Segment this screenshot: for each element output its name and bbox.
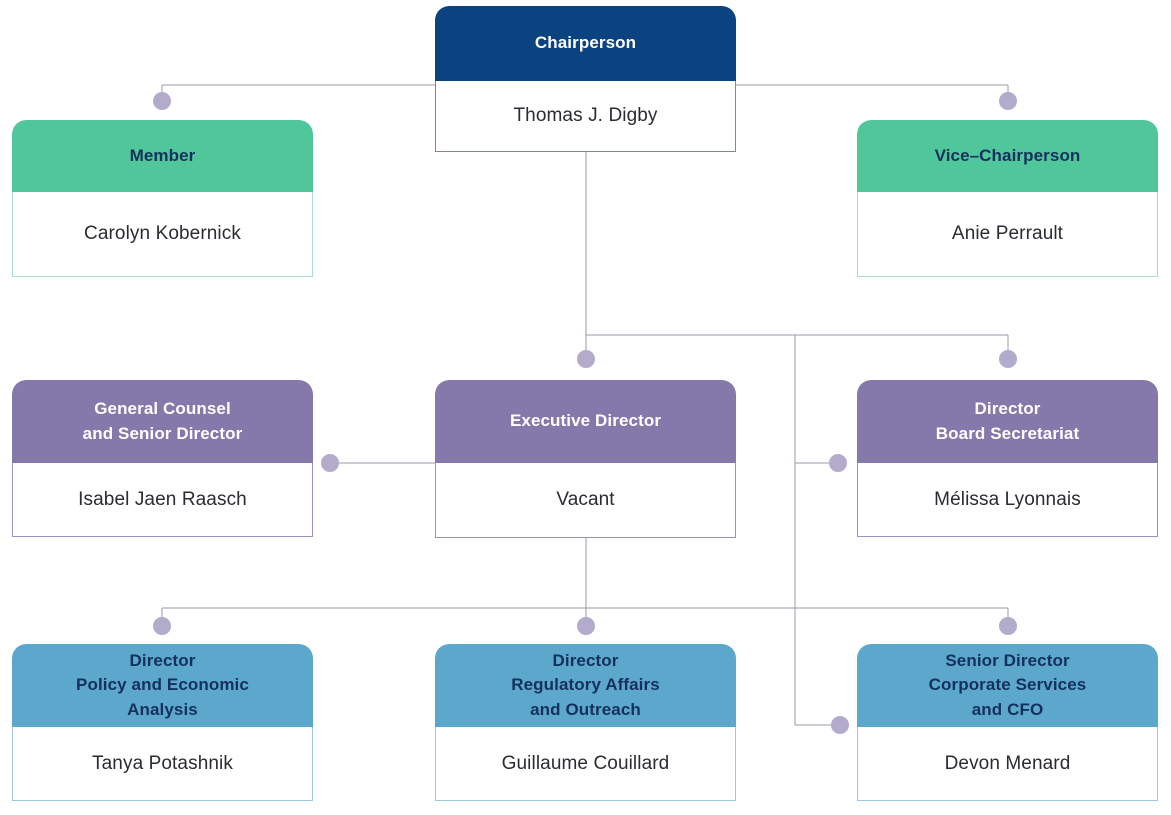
node-member-title: Member xyxy=(12,120,313,192)
node-director-regulatory[interactable]: Director Regulatory Affairs and Outreach… xyxy=(435,644,736,801)
dot-vice-chairperson xyxy=(999,92,1017,110)
node-director-board-secretariat-name: Mélissa Lyonnais xyxy=(857,463,1158,537)
node-chairperson[interactable]: Chairperson Thomas J. Digby xyxy=(435,6,736,152)
node-senior-director-cfo-name: Devon Menard xyxy=(857,727,1158,801)
node-director-policy-name: Tanya Potashnik xyxy=(12,727,313,801)
node-chairperson-title: Chairperson xyxy=(435,6,736,81)
dot-board-secretariat-left xyxy=(829,454,847,472)
node-senior-director-cfo[interactable]: Senior Director Corporate Services and C… xyxy=(857,644,1158,801)
node-executive-director-name: Vacant xyxy=(435,463,736,538)
node-general-counsel-title: General Counsel and Senior Director xyxy=(12,380,313,463)
dot-member xyxy=(153,92,171,110)
dot-general-counsel xyxy=(321,454,339,472)
node-executive-director[interactable]: Executive Director Vacant xyxy=(435,380,736,538)
node-director-policy[interactable]: Director Policy and Economic Analysis Ta… xyxy=(12,644,313,801)
node-member[interactable]: Member Carolyn Kobernick xyxy=(12,120,313,277)
node-director-policy-title: Director Policy and Economic Analysis xyxy=(12,644,313,727)
dot-senior-director-cfo-top xyxy=(999,617,1017,635)
dot-director-regulatory xyxy=(577,617,595,635)
node-general-counsel[interactable]: General Counsel and Senior Director Isab… xyxy=(12,380,313,537)
node-director-board-secretariat[interactable]: Director Board Secretariat Mélissa Lyonn… xyxy=(857,380,1158,537)
node-director-board-secretariat-title: Director Board Secretariat xyxy=(857,380,1158,463)
node-executive-director-title: Executive Director xyxy=(435,380,736,463)
node-general-counsel-name: Isabel Jaen Raasch xyxy=(12,463,313,537)
node-vice-chairperson[interactable]: Vice–Chairperson Anie Perrault xyxy=(857,120,1158,277)
dot-executive-director xyxy=(577,350,595,368)
dot-director-policy xyxy=(153,617,171,635)
node-vice-chairperson-title: Vice–Chairperson xyxy=(857,120,1158,192)
node-director-regulatory-title: Director Regulatory Affairs and Outreach xyxy=(435,644,736,727)
node-senior-director-cfo-title: Senior Director Corporate Services and C… xyxy=(857,644,1158,727)
node-chairperson-name: Thomas J. Digby xyxy=(435,81,736,152)
node-vice-chairperson-name: Anie Perrault xyxy=(857,192,1158,277)
node-director-regulatory-name: Guillaume Couillard xyxy=(435,727,736,801)
dot-senior-director-cfo-left xyxy=(831,716,849,734)
dot-board-secretariat-top xyxy=(999,350,1017,368)
node-member-name: Carolyn Kobernick xyxy=(12,192,313,277)
